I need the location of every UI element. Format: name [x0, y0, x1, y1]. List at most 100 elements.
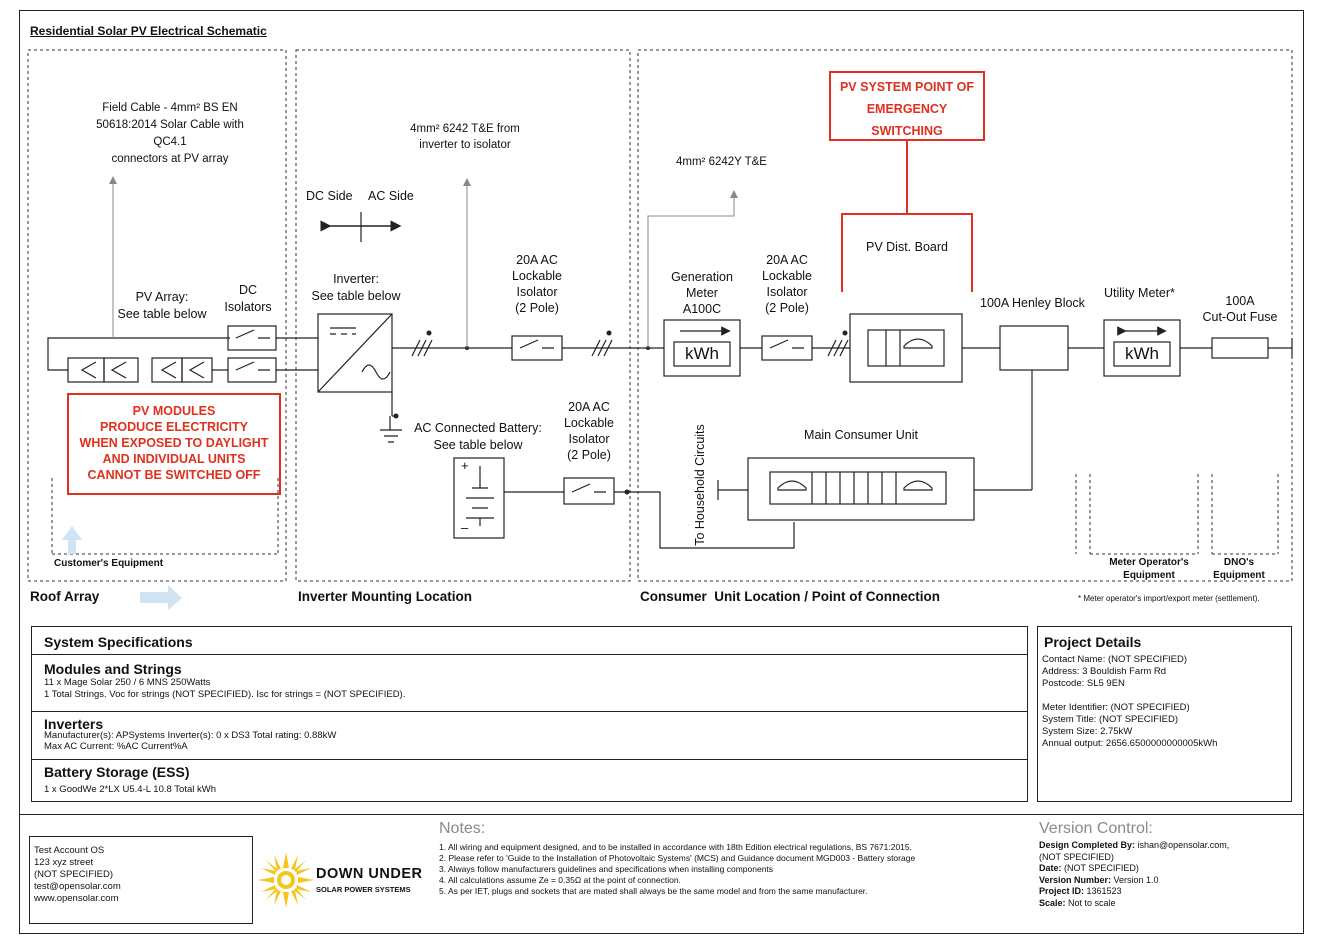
utility-meter-kwh: kWh — [1125, 344, 1159, 363]
project-details-title: Project Details — [1044, 634, 1142, 650]
project-id-value: 1361523 — [1084, 886, 1122, 896]
consumer-zone — [637, 49, 1293, 582]
account-website: www.opensolar.com — [34, 893, 119, 904]
battery-plus: + — [461, 458, 469, 473]
inverter-location-heading: Inverter Mounting Location — [298, 589, 472, 604]
footer-divider — [19, 814, 1304, 815]
meter-operator-equipment-label: Meter Operator's Equipment — [1109, 557, 1189, 581]
henley-block — [999, 325, 1069, 371]
pv-array-label: PV Array: See table below — [117, 290, 207, 321]
pv-module — [103, 357, 139, 383]
inverters-line-1: Manufacturer(s): APSystems Inverter(s): … — [44, 730, 337, 741]
account-email: test@opensolar.com — [34, 881, 121, 892]
divider — [32, 654, 1027, 655]
project-postcode: Postcode: SL5 9EN — [1042, 678, 1125, 689]
inverters-line-2: Max AC Current: %AC Current%A — [44, 741, 188, 752]
dno-equipment-label: DNO's Equipment — [1213, 557, 1265, 581]
pv-string-wire — [47, 337, 230, 371]
dc-isolators-label: DC Isolators — [224, 283, 272, 314]
ac-isolator-2 — [761, 335, 813, 361]
ac-isolator-2-label: 20A AC Lockable Isolator (2 Pole) — [761, 253, 813, 315]
pv-module — [67, 357, 105, 383]
account-line-3: (NOT SPECIFIED) — [34, 869, 113, 880]
pv-module — [151, 357, 183, 383]
pv-dist-board-label: PV Dist. Board — [866, 240, 948, 254]
ac-isolator-1-label: 20A AC Lockable Isolator (2 Pole) — [511, 253, 563, 315]
note-item: 3. Always follow manufacturers guideline… — [439, 864, 774, 874]
date-label: Date: — [1039, 863, 1062, 873]
sun-logo-icon — [258, 852, 314, 908]
faint-arrows — [62, 526, 182, 610]
ac-isolator-3 — [563, 477, 615, 505]
project-details-panel: Project Details Contact Name: (NOT SPECI… — [1037, 626, 1292, 802]
designed-by-label: Design Completed By: — [1039, 840, 1136, 850]
system-specifications-panel: System Specifications Modules and String… — [31, 626, 1028, 802]
ac-side-label: AC Side — [368, 189, 414, 203]
designed-by-value-2: (NOT SPECIFIED) — [1039, 851, 1114, 862]
generation-meter-kwh: kWh — [685, 344, 719, 363]
battery-label: AC Connected Battery: See table below — [414, 421, 542, 452]
consumer-unit-location-heading: Consumer Unit Location / Point of Connec… — [640, 589, 940, 604]
dc-side-label: DC Side — [306, 189, 353, 203]
emergency-leader — [67, 71, 985, 495]
project-id-label: Project ID: — [1039, 886, 1085, 896]
version-label: Version Number: — [1039, 874, 1112, 885]
junction-dots — [393, 330, 848, 495]
inverter-label: Inverter: See table below — [311, 272, 401, 303]
henley-block-label: 100A Henley Block — [980, 296, 1085, 310]
project-system-title: System Title: (NOT SPECIFIED) — [1042, 714, 1179, 725]
logo-subtitle: SOLAR POWER SYSTEMS — [316, 885, 411, 894]
notes-list: 1. All wiring and equipment designed, an… — [439, 842, 915, 897]
note-item: 2. Please refer to 'Guide to the Install… — [439, 853, 916, 863]
account-name: Test Account OS — [34, 845, 105, 856]
project-annual-output: Annual output: 2656.6500000000005kWh — [1042, 738, 1218, 749]
battery-line-1: 1 x GoodWe 2*LX U5.4-L 10.8 Total kWh — [44, 784, 216, 795]
project-address: Address: 3 Bouldish Farm Rd — [1042, 666, 1167, 677]
modules-line-1: 11 x Mage Solar 250 / 6 MNS 250Watts — [44, 677, 211, 688]
designed-by-value: ishan@opensolar.com, — [1135, 840, 1230, 850]
te-6242y-label: 4mm² 6242Y T&E — [676, 156, 767, 168]
cutout-fuse — [1211, 337, 1269, 359]
pv-module — [181, 357, 213, 383]
page-title: Residential Solar PV Electrical Schemati… — [30, 24, 267, 38]
account-panel: Test Account OS 123 xyz street (NOT SPEC… — [29, 836, 253, 924]
divider — [32, 759, 1027, 760]
version-control-details: Design Completed By: ishan@opensolar.com… — [1039, 840, 1229, 909]
battery-storage-title: Battery Storage (ESS) — [44, 764, 190, 780]
emergency-switching-label: PV SYSTEM POINT OF EMERGENCY SWITCHING — [839, 80, 975, 138]
utility-meter-label: Utility Meter* — [1104, 286, 1175, 300]
version-control-title: Version Control: — [1039, 820, 1153, 837]
note-item: 1. All wiring and equipment designed, an… — [439, 842, 912, 852]
meter-footnote: * Meter operator's import/export meter (… — [1078, 594, 1260, 603]
version-value: Version 1.0 — [1111, 874, 1159, 885]
date-value: (NOT SPECIFIED) — [1061, 863, 1139, 873]
pv-warning-label: PV MODULES PRODUCE ELECTRICITY WHEN EXPO… — [79, 404, 269, 482]
field-cable-label: Field Cable - 4mm² BS EN 50618:2014 Sola… — [96, 102, 244, 165]
divider — [32, 711, 1027, 712]
roof-array-heading: Roof Array — [30, 589, 100, 604]
project-contact: Contact Name: (NOT SPECIFIED) — [1042, 654, 1187, 665]
logo-title: DOWN UNDER — [316, 866, 423, 882]
household-circuits-label: To Household Circuits — [693, 424, 707, 546]
zone-boxes — [27, 49, 1293, 582]
notes-title: Notes: — [439, 820, 486, 837]
system-specifications-title: System Specifications — [44, 634, 193, 650]
main-consumer-unit — [747, 457, 975, 521]
ac-isolator-1 — [511, 335, 563, 361]
customer-equipment-label: Customer's Equipment — [54, 558, 164, 569]
scale-label: Scale: — [1039, 897, 1066, 908]
roof-zone — [27, 49, 287, 582]
cutout-fuse-label: 100A Cut-Out Fuse — [1202, 294, 1278, 324]
account-street: 123 xyz street — [34, 857, 94, 868]
note-item: 4. All calculations assume Ze = 0.35Ω at… — [439, 875, 681, 885]
inverter-symbol — [317, 313, 393, 393]
note-item: 5. As per IET, plugs and sockets that ar… — [439, 886, 868, 896]
page-frame — [19, 10, 1304, 934]
project-meter-id: Meter Identifier: (NOT SPECIFIED) — [1042, 702, 1190, 713]
modules-line-2: 1 Total Strings. Voc for strings (NOT SP… — [44, 689, 406, 700]
scale-value: Not to scale — [1065, 897, 1116, 908]
consumer-unit-label: Main Consumer Unit — [804, 428, 918, 442]
battery-symbol — [453, 457, 505, 539]
inverter-zone — [295, 49, 631, 582]
